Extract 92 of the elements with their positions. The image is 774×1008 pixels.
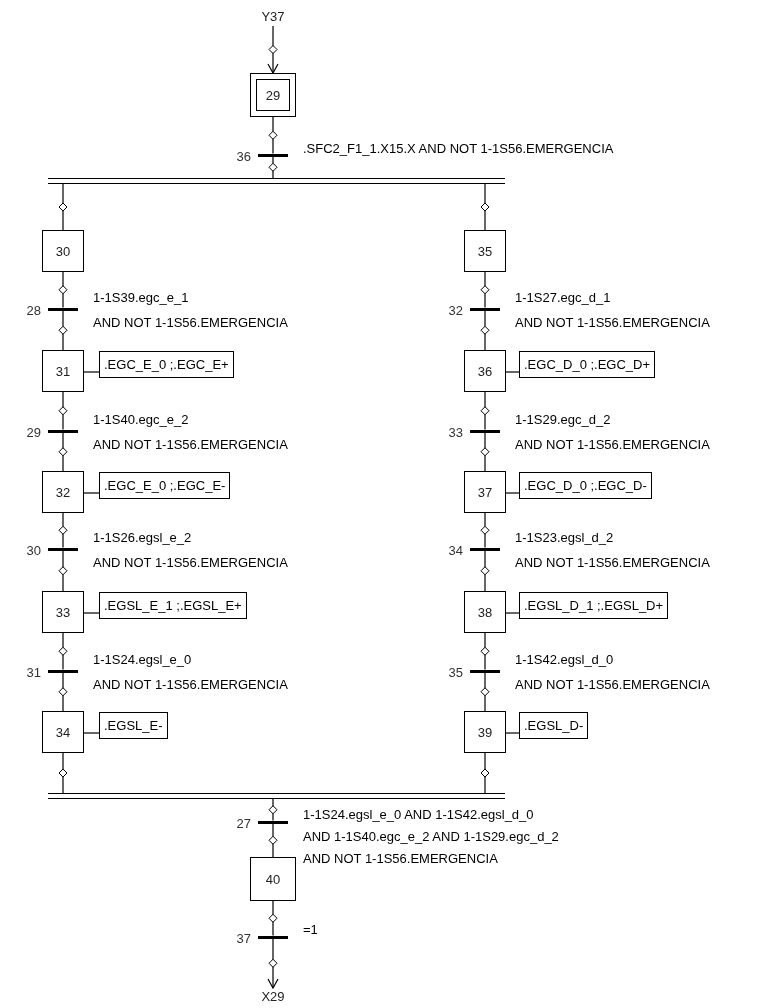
link-line <box>62 512 64 549</box>
link-line <box>62 391 64 431</box>
transition-number: 33 <box>447 425 463 441</box>
link-line <box>505 612 520 614</box>
link-line <box>83 371 100 373</box>
simultaneous-divergence-bar <box>48 178 505 184</box>
transition-condition: 1-1S42.egsl_d_0 <box>515 651 614 669</box>
transition-number: 35 <box>447 665 463 681</box>
transition-condition: AND NOT 1-1S56.EMERGENCIA <box>93 436 288 454</box>
link-line <box>484 632 486 671</box>
transition-condition: 1-1S24.egsl_e_0 AND 1-1S42.egsl_d_0 <box>303 806 534 824</box>
link-line <box>272 155 274 179</box>
link-line <box>505 732 520 734</box>
link-line <box>62 309 64 351</box>
transition-condition: 1-1S24.egsl_e_0 <box>93 651 192 669</box>
step-box: 37 <box>464 471 506 513</box>
link-line <box>505 371 520 373</box>
step-box: 32 <box>42 471 84 513</box>
action-box: .EGC_D_0 ;.EGC_D- <box>519 472 652 499</box>
step-box: 35 <box>464 230 506 272</box>
step-number: 29 <box>256 79 290 111</box>
link-line <box>272 798 274 822</box>
link-line <box>484 309 486 351</box>
transition-number: 27 <box>235 816 251 832</box>
link-line <box>62 671 64 712</box>
transition-number: 31 <box>25 665 41 681</box>
action-box: .EGSL_D- <box>519 712 589 739</box>
link-line <box>83 612 100 614</box>
arrow <box>267 937 279 989</box>
transition-condition: AND 1-1S40.egc_e_2 AND 1-1S29.egc_d_2 <box>303 828 559 846</box>
transition-number: 28 <box>25 303 41 319</box>
arrow <box>267 25 279 74</box>
transition-condition: =1 <box>303 922 318 938</box>
step-box: 40 <box>250 857 296 901</box>
link-line <box>62 549 64 592</box>
action-box: .EGC_D_0 ;.EGC_D+ <box>519 351 656 378</box>
action-box: .EGSL_E_1 ;.EGSL_E+ <box>99 592 247 619</box>
step-box: 36 <box>464 350 506 392</box>
link-line <box>272 822 274 858</box>
simultaneous-divergence-bar <box>48 793 505 799</box>
transition-condition: AND NOT 1-1S56.EMERGENCIA <box>93 554 288 572</box>
link-line <box>484 271 486 309</box>
transition-condition: AND NOT 1-1S56.EMERGENCIA <box>303 850 498 868</box>
step-box: 34 <box>42 711 84 753</box>
transition-condition: 1-1S39.egc_e_1 <box>93 289 189 307</box>
transition-condition: AND NOT 1-1S56.EMERGENCIA <box>515 554 710 572</box>
link-line <box>272 900 274 937</box>
transition-condition: 1-1S29.egc_d_2 <box>515 411 611 429</box>
action-box: .EGSL_D_1 ;.EGSL_D+ <box>519 592 669 619</box>
transition-number: 32 <box>447 303 463 319</box>
action-box: .EGC_E_0 ;.EGC_E+ <box>99 351 234 378</box>
action-box: .EGSL_E- <box>99 712 168 739</box>
transition-condition: 1-1S40.egc_e_2 <box>93 411 189 429</box>
transition-condition: 1-1S27.egc_d_1 <box>515 289 611 307</box>
link-line <box>484 671 486 712</box>
jump-label: Y37 <box>261 8 285 26</box>
transition-condition: AND NOT 1-1S56.EMERGENCIA <box>515 676 710 694</box>
jump-label: X29 <box>261 988 285 1006</box>
link-line <box>484 431 486 472</box>
step-box: 31 <box>42 350 84 392</box>
link-line <box>484 391 486 431</box>
transition-number: 30 <box>25 543 41 559</box>
transition-condition: .SFC2_F1_1.X15.X AND NOT 1-1S56.EMERGENCIA <box>303 141 614 157</box>
link-line <box>62 752 64 794</box>
link-line <box>62 632 64 671</box>
transition-condition: AND NOT 1-1S56.EMERGENCIA <box>93 676 288 694</box>
transition-condition: AND NOT 1-1S56.EMERGENCIA <box>93 314 288 332</box>
step-box: 33 <box>42 591 84 633</box>
link-line <box>484 183 486 231</box>
transition-number: 29 <box>25 425 41 441</box>
link-line <box>62 431 64 472</box>
link-line <box>484 752 486 794</box>
link-line <box>83 732 100 734</box>
transition-condition: 1-1S23.egsl_d_2 <box>515 529 614 547</box>
transition-condition: AND NOT 1-1S56.EMERGENCIA <box>515 436 710 454</box>
link-line <box>484 549 486 592</box>
link-line <box>272 116 274 155</box>
link-line <box>83 492 100 494</box>
transition-condition: AND NOT 1-1S56.EMERGENCIA <box>515 314 710 332</box>
step-box: 38 <box>464 591 506 633</box>
step-box: 39 <box>464 711 506 753</box>
link-line <box>505 492 520 494</box>
action-box: .EGC_E_0 ;.EGC_E- <box>99 472 231 499</box>
link-line <box>484 512 486 549</box>
link-line <box>62 183 64 231</box>
step-box: 30 <box>42 230 84 272</box>
initial-step-box <box>250 73 296 117</box>
transition-number: 34 <box>447 543 463 559</box>
transition-number: 36 <box>235 149 251 165</box>
transition-condition: 1-1S26.egsl_e_2 <box>93 529 192 547</box>
link-line <box>62 271 64 309</box>
transition-number: 37 <box>235 931 251 947</box>
